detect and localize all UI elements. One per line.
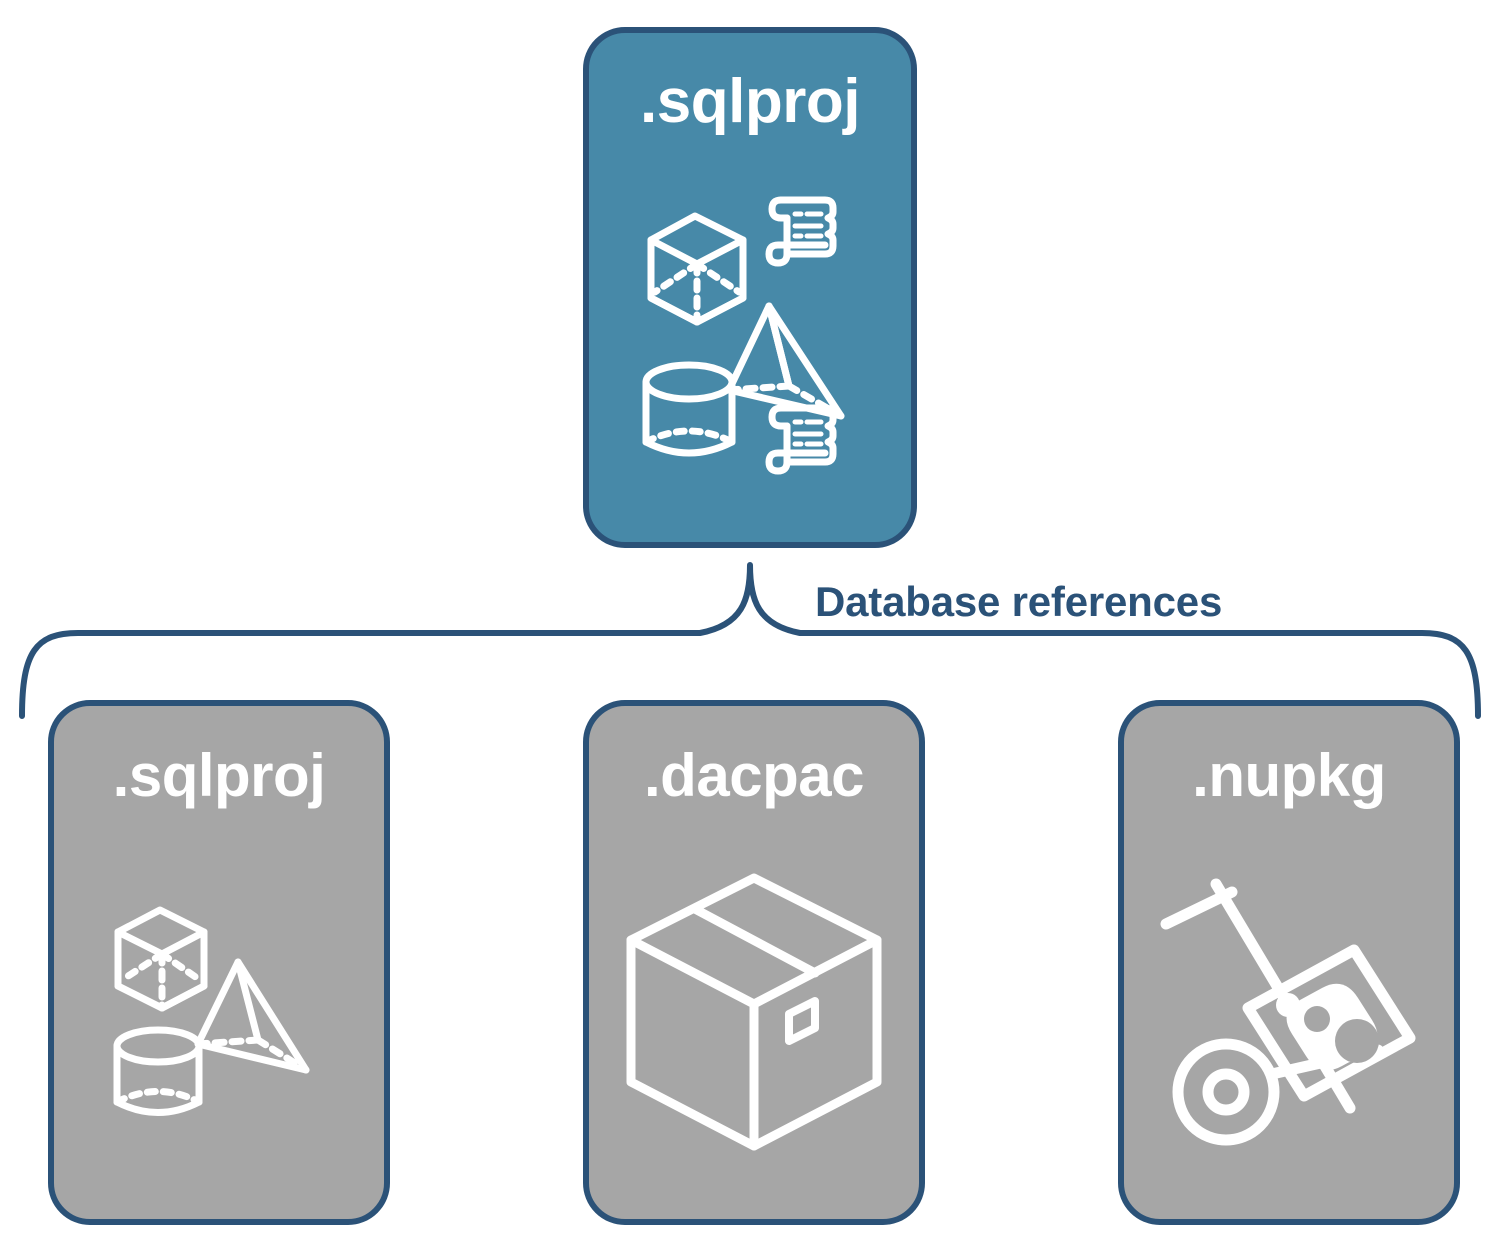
scroll-script-icon [765, 404, 837, 474]
pyramid-wireframe-icon [725, 302, 845, 419]
cube-wireframe-icon [114, 906, 208, 1011]
card-reference-dacpac-title: .dacpac [644, 742, 864, 809]
card-reference-dacpac-icon-group [589, 806, 919, 1219]
root-shapes-svg [642, 196, 845, 474]
cube-wireframe-icon [647, 212, 747, 325]
card-root-icon-group [589, 133, 911, 542]
cylinder-wireframe-icon [642, 361, 736, 456]
card-reference-nupkg[interactable]: .nupkg [1118, 700, 1460, 1225]
card-reference-dacpac[interactable]: .dacpac [583, 700, 925, 1225]
database-references-label: Database references [815, 578, 1223, 625]
card-root-sqlproj[interactable]: .sqlproj [583, 27, 917, 548]
card-reference-nupkg-title: .nupkg [1192, 742, 1386, 809]
card-reference-sqlproj[interactable]: .sqlproj [48, 700, 390, 1225]
card-root-title: .sqlproj [640, 67, 860, 136]
package-box-icon [626, 873, 882, 1150]
nuget-package-icon [1242, 944, 1416, 1101]
card-reference-sqlproj-icon-group [54, 806, 384, 1219]
hand-truck-package-icon [1160, 878, 1416, 1145]
scroll-script-icon [765, 196, 837, 266]
reference-shapes-svg [113, 906, 310, 1116]
cylinder-wireframe-icon [113, 1026, 203, 1116]
card-reference-sqlproj-title: .sqlproj [112, 742, 326, 809]
card-reference-nupkg-icon-group [1124, 806, 1454, 1219]
pyramid-wireframe-icon [194, 958, 310, 1073]
